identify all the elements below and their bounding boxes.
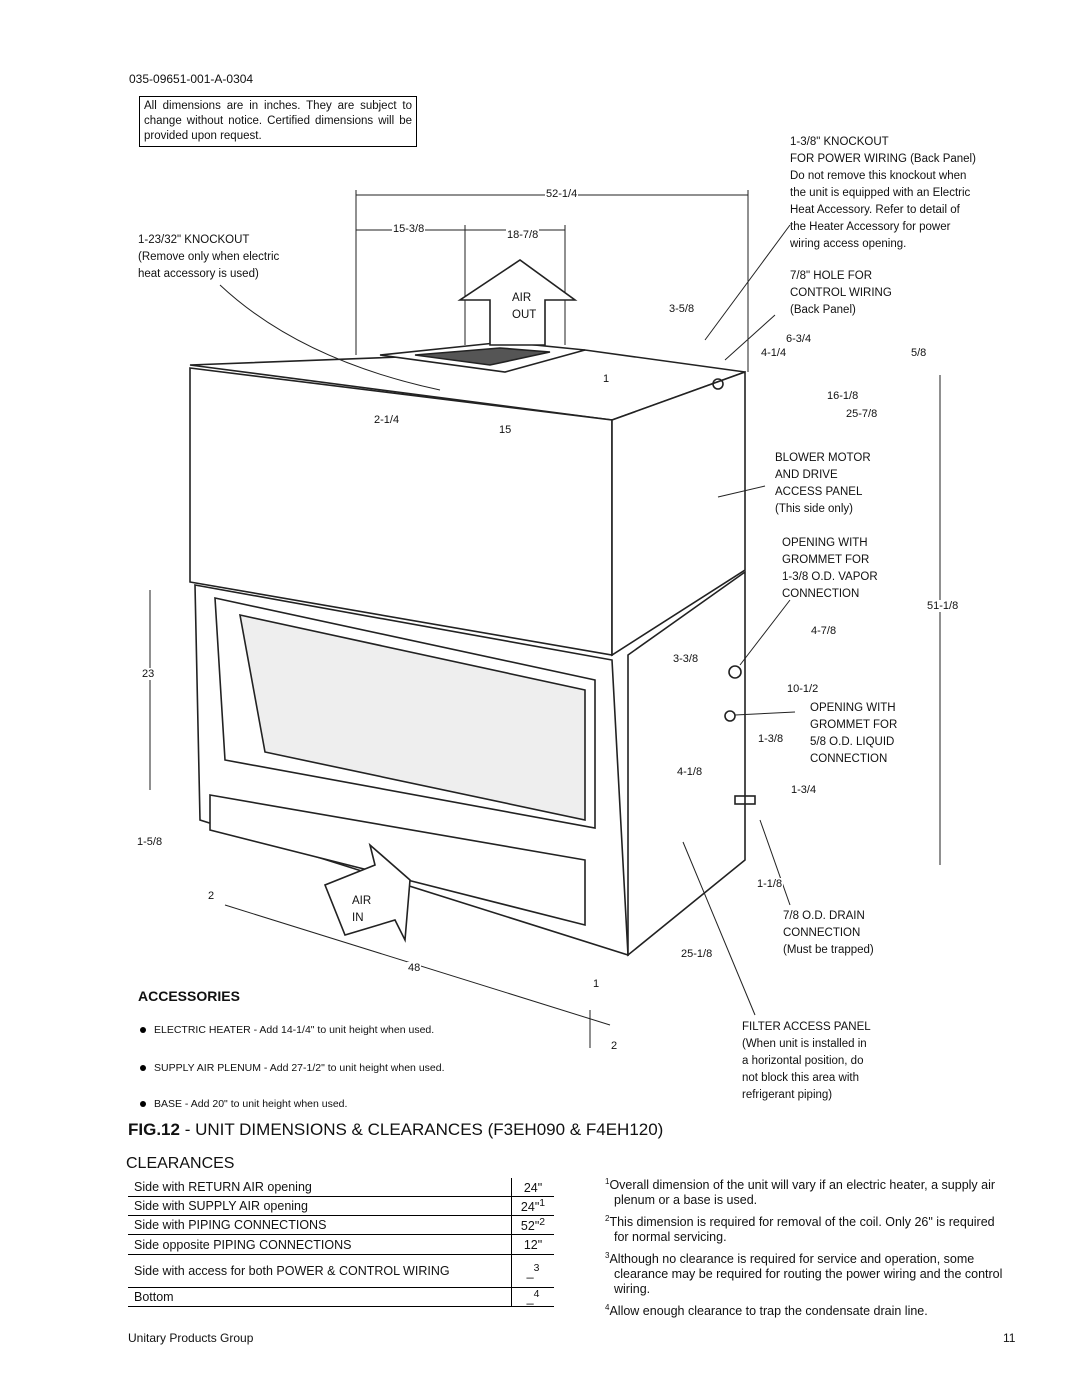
dim-label: 2: [207, 890, 216, 902]
return-air-opening: [209, 794, 586, 927]
air-out-label: AIR OUT: [512, 292, 537, 321]
accessory-item: ELECTRIC HEATER - Add 14-1/4" to unit he…: [140, 1024, 434, 1036]
unit-dimension-drawing: [149, 190, 941, 1048]
footnote: 3Although no clearance is required for s…: [605, 1251, 1003, 1297]
filter-access-callout: FILTER ACCESS PANEL (When unit is instal…: [742, 1021, 871, 1101]
dim-label: 1-3/4: [790, 784, 818, 796]
dim-label: 4-1/4: [760, 347, 788, 359]
footer-company: Unitary Products Group: [128, 1331, 254, 1345]
dim-label: 15: [498, 424, 513, 436]
dim-label: 48: [407, 962, 422, 974]
dim-label: 18-7/8: [506, 229, 540, 241]
footnotes: 1Overall dimension of the unit will vary…: [605, 1174, 1005, 1323]
document-number: 035-09651-001-A-0304: [129, 72, 254, 86]
dim-label: 6-3/4: [785, 333, 813, 345]
dim-label: 25-7/8: [845, 408, 879, 420]
dim-label: 16-1/8: [826, 390, 860, 402]
dim-label: 2: [610, 1040, 619, 1052]
dim-label: 1: [592, 978, 601, 990]
air-in-label: AIR IN: [352, 895, 372, 924]
dim-label: 52-1/4: [545, 188, 579, 200]
accessory-item: SUPPLY AIR PLENUM - Add 27-1/2" to unit …: [140, 1062, 445, 1074]
liquid-opening-callout: OPENING WITH GROMMET FOR 5/8 O.D. LIQUID…: [810, 702, 898, 765]
dim-label: 3-5/8: [668, 303, 696, 315]
footnote: 1Overall dimension of the unit will vary…: [605, 1177, 996, 1208]
page-number: 11: [1003, 1331, 1016, 1345]
dim-label: 1-1/8: [756, 878, 784, 890]
bullet-icon: [140, 1101, 146, 1108]
figure-caption: FIG.12 - UNIT DIMENSIONS & CLEARANCES (F…: [128, 1120, 664, 1139]
blower-access-callout: BLOWER MOTOR AND DRIVE ACCESS PANEL (Thi…: [775, 452, 871, 515]
dim-label: 1: [602, 373, 611, 385]
unit-side-panel: [611, 370, 746, 657]
dim-label: 10-1/2: [786, 683, 820, 695]
table-row: Side with access for both POWER & CONTRO…: [128, 1254, 554, 1288]
air-in-arrow: [323, 842, 411, 943]
dimensions-notice: All dimensions are in inches. They are s…: [139, 96, 417, 147]
dim-label: 5/8: [910, 347, 928, 359]
bullet-icon: [140, 1065, 146, 1072]
dim-label: 23: [141, 668, 156, 680]
dim-label: 15-3/8: [392, 223, 426, 235]
filter-media: [238, 613, 586, 821]
footnote: 4Allow enough clearance to trap the cond…: [605, 1303, 928, 1319]
dim-label: 1-3/8: [757, 733, 785, 745]
air-out-arrow: [457, 259, 578, 346]
dim-label: 4-7/8: [810, 625, 838, 637]
dim-label: 4-1/8: [676, 766, 704, 778]
power-knockout-callout: 1-3/8" KNOCKOUT FOR POWER WIRING (Back P…: [790, 136, 976, 250]
table-row: Bottom_4: [128, 1287, 554, 1307]
accessories-title: ACCESSORIES: [138, 988, 240, 1004]
clearances-title: CLEARANCES: [126, 1155, 235, 1172]
dim-label: 3-3/8: [672, 653, 700, 665]
vapor-opening-callout: OPENING WITH GROMMET FOR 1-3/8 O.D. VAPO…: [782, 537, 878, 600]
dim-label: 2-1/4: [373, 414, 401, 426]
drain-connection-callout: 7/8 O.D. DRAIN CONNECTION (Must be trapp…: [783, 910, 874, 956]
footnote: 2This dimension is required for removal …: [605, 1214, 995, 1245]
dim-label: 51-1/8: [926, 600, 960, 612]
dim-label: 1-5/8: [136, 836, 164, 848]
dim-label: 25-1/8: [680, 948, 714, 960]
accessory-item: BASE - Add 20" to unit height when used.: [140, 1098, 347, 1110]
control-hole-callout: 7/8" HOLE FOR CONTROL WIRING (Back Panel…: [790, 270, 892, 316]
heat-knockout-callout: 1-23/32" KNOCKOUT (Remove only when elec…: [138, 234, 280, 280]
bullet-icon: [140, 1027, 146, 1034]
